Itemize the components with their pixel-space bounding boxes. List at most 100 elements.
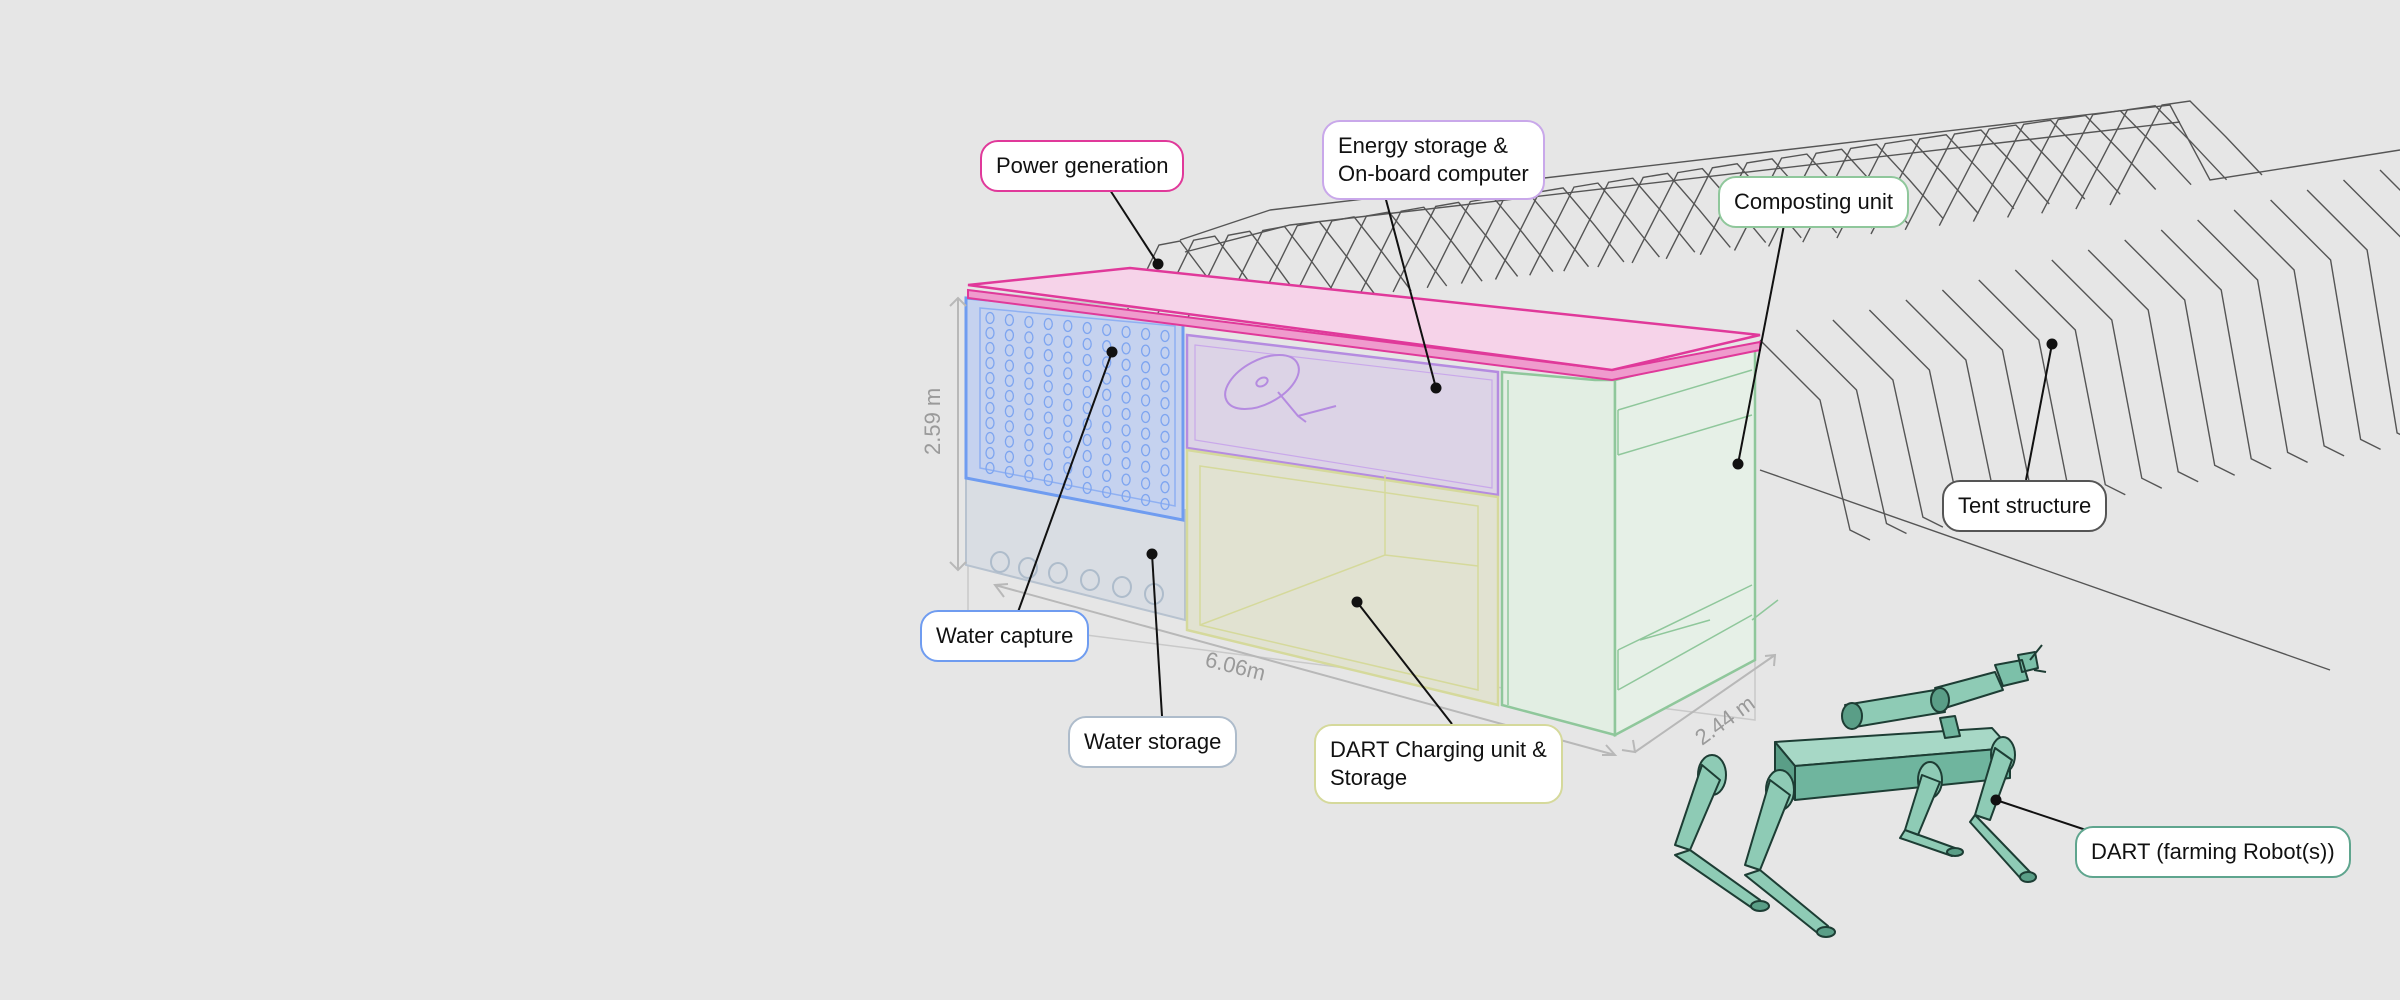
tent-side-panel [2014,269,2126,496]
leader-dot-tent-structure [2046,338,2058,350]
water-capture-cell [1121,358,1131,371]
dart-charging-text-line1: DART Charging unit & [1330,737,1547,762]
water-capture-cell [1043,411,1053,424]
water-capture-cell [1024,439,1034,452]
container-unit [964,266,1779,738]
tent-arch [1392,201,1519,293]
leader-dot-water-capture [1106,346,1118,358]
water-capture-cell [1004,344,1015,357]
water-capture-cell [1063,367,1073,380]
water-capture-cell [1160,397,1170,410]
water-capture-cell [1121,325,1131,339]
energy-storage-text-line2: On-board computer [1338,161,1529,186]
robot-arm-joint [1930,687,1950,713]
water-capture-cell [985,401,995,415]
energy-storage-text-line1: Energy storage & [1338,133,1508,158]
tent-side-panel [2270,199,2381,451]
water-capture-cell [1121,391,1131,404]
tent-structure-text: Tent structure [1958,493,2092,518]
water-capture-cell [1043,349,1053,362]
water-capture-cell [1004,435,1015,448]
water-capture-cell [985,461,995,475]
dart-charging-compartment [1185,448,1500,707]
tent-ridge-line [1179,104,2400,241]
tent-arch [1597,172,1731,268]
leader-energy-storage [1384,195,1437,389]
water-capture-cell [985,326,995,340]
water-capture-cell [1121,440,1131,453]
robot-foot [1750,900,1770,912]
water-capture-cell [1102,485,1112,499]
water-capture-cell [1140,477,1151,490]
height-dimension-label: 2.59 m [920,388,945,455]
water-capture-cell [1024,408,1034,421]
water-capture-cell [1160,413,1170,427]
water-capture-cell [1063,430,1073,443]
water-capture-cell [1160,464,1170,477]
tent-side-panel [1759,339,1871,541]
water-capture-cell [1160,380,1170,393]
composting-unit-label: Composting unit [1718,176,1909,228]
water-capture-cell [1102,437,1112,450]
leader-dot-energy-storage [1430,382,1442,394]
water-capture-cell [1024,469,1034,483]
composting-front-face [1500,370,1617,737]
energy-storage-label: Energy storage & On-board computer [1322,120,1545,200]
dimension-lines [949,296,1777,756]
water-capture-cell [1140,410,1151,424]
tent-arch [1426,196,1554,289]
tent-arch [1187,230,1306,318]
water-capture-cell [1063,351,1073,364]
power-generation-text: Power generation [996,153,1169,178]
water-capture-cell [1121,424,1131,437]
robot-arm-joint [1841,702,1863,730]
tent-arches [1119,100,2400,541]
water-capture-cell [1004,465,1015,479]
water-capture-label: Water capture [920,610,1090,662]
leader-power-generation [1109,189,1159,265]
water-capture-cell [1082,433,1092,447]
water-capture-cell [1063,446,1073,459]
water-capture-cell [1024,346,1034,359]
tent-arch [1836,138,1979,239]
leader-dot-dart-robot [1990,794,2002,806]
water-capture-cell [1063,398,1073,412]
water-capture-cell [1102,453,1112,466]
tent-side-panel [1832,319,1944,528]
water-capture-cell [1043,395,1053,409]
water-capture-cell [1004,420,1015,433]
power-generation-label: Power generation [980,140,1185,192]
water-capture-cell [985,446,995,460]
water-capture-cell [1160,363,1170,376]
tent-arch [1870,134,2015,235]
water-capture-cell [1121,407,1131,421]
robot-gripper [1994,651,2039,687]
tent-arch [1460,191,1590,284]
dart-robot [1674,644,2047,938]
leader-lines [1017,189,2087,831]
water-capture-cell [1063,319,1073,333]
water-capture-cell [1063,335,1073,348]
tent-structure-label: Tent structure [1942,480,2108,532]
water-capture-cell [1043,317,1053,331]
water-capture-cell [985,311,995,325]
water-capture-cell [1102,388,1112,401]
water-capture-cell [1063,414,1073,427]
water-storage-label: Water storage [1068,716,1238,768]
tent-arch [1494,187,1625,280]
water-capture-cell [1102,469,1112,482]
water-capture-cell [1082,449,1092,463]
water-capture-cell [1043,473,1053,487]
tent-arch [1563,177,1696,272]
water-capture-cell [1024,392,1034,406]
leader-dots [1106,258,2058,806]
water-capture-cell [1140,444,1151,457]
tent-side-panel [2087,249,2199,483]
water-capture-cell [1024,331,1034,344]
leader-composting [1737,224,1785,465]
water-capture-cell [985,416,995,430]
water-capture-inner [979,307,1176,507]
water-capture-cell [1140,327,1151,341]
water-capture-cell [1121,473,1131,486]
water-capture-cell [1024,423,1034,436]
